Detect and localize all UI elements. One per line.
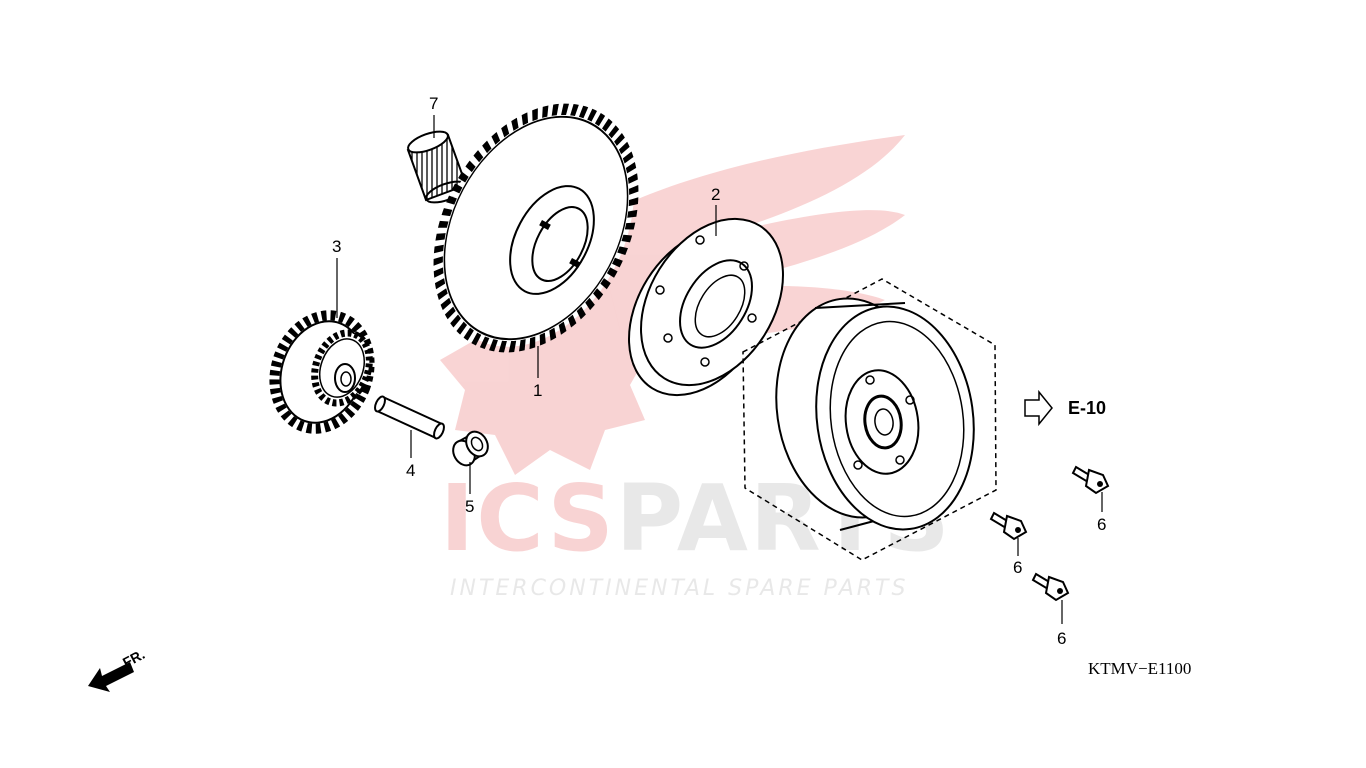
flywheel — [775, 297, 975, 531]
part-label-6c: 6 — [1057, 629, 1066, 648]
front-direction-indicator: FR. — [88, 646, 147, 692]
diagram-code: KTMV−E1100 — [1088, 659, 1191, 678]
part-number-labels: 7 2 3 1 4 5 6 6 6 — [332, 94, 1106, 648]
front-arrow-icon — [88, 662, 134, 692]
part-label-6b: 6 — [1013, 558, 1022, 577]
part-label-2: 2 — [711, 185, 720, 204]
part-label-6a: 6 — [1097, 515, 1106, 534]
part-label-3: 3 — [332, 237, 341, 256]
starter-clutch-outer-2 — [628, 217, 784, 397]
reference-arrow-icon — [1024, 389, 1053, 427]
watermark-tagline: INTERCONTINENTAL SPARE PARTS — [450, 576, 908, 601]
part-label-1: 1 — [533, 381, 542, 400]
part-label-5: 5 — [465, 497, 474, 516]
collar-5 — [452, 430, 489, 467]
bolt-6c — [1031, 572, 1070, 602]
reduction-gear-shaft-4 — [374, 395, 445, 440]
section-reference: E-10 — [1024, 389, 1106, 427]
section-reference-label: E-10 — [1068, 398, 1106, 418]
watermark-brand-prefix: ICS — [440, 465, 616, 572]
bolt-6b — [989, 511, 1028, 541]
part-label-4: 4 — [406, 461, 415, 480]
leader-lines — [336, 115, 1103, 624]
bolt-6a — [1071, 465, 1110, 495]
starter-reduction-gear-3 — [269, 310, 375, 434]
starter-driven-gear-1 — [433, 103, 639, 353]
flywheel-assembly-outline — [742, 278, 997, 561]
watermark: ICSPARTS INTERCONTINENTAL SPARE PARTS — [440, 135, 950, 601]
part-label-7: 7 — [429, 94, 438, 113]
